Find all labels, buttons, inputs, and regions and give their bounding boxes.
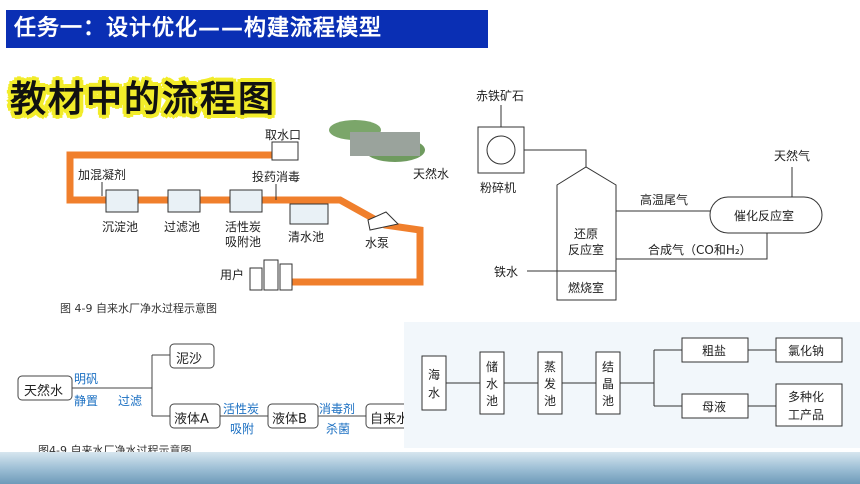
coagulant-label: 加混凝剂 (78, 168, 127, 182)
node-sea (421, 355, 447, 411)
storage-1: 储 (486, 360, 499, 374)
mother-liquor-label: 母液 (702, 400, 727, 414)
reduction-label-2: 反应室 (568, 243, 605, 257)
crusher-to-reactor (524, 149, 587, 167)
stage-clear: 清水池 (288, 230, 325, 244)
iron-label: 铁水 (494, 265, 519, 279)
sea-2: 水 (428, 386, 441, 400)
evap-3: 池 (544, 394, 557, 408)
carbon-tank (229, 189, 263, 213)
combustion-label: 燃烧室 (568, 281, 605, 295)
catalytic-reactor (709, 196, 823, 234)
crude-salt-label: 粗盐 (702, 344, 727, 358)
step2-bottom: 吸附 (230, 422, 255, 436)
start-label: 天然水 (24, 384, 64, 399)
cryst-2: 晶 (602, 377, 615, 391)
intake-box (271, 141, 299, 161)
products-1: 多种化 (788, 390, 825, 404)
liquid-b-label: 液体B (272, 412, 307, 427)
sea-1: 海 (428, 368, 441, 382)
node-storage (479, 351, 505, 415)
stage-carbon: 活性炭 (225, 220, 262, 234)
filter-label: 过滤 (118, 394, 143, 408)
filter-tank (167, 189, 201, 213)
disinfect-label: 投药消毒 (252, 170, 301, 184)
step1-bottom: 静置 (74, 394, 99, 408)
node-nacl (775, 337, 843, 363)
catalytic-label: 催化反应室 (734, 209, 795, 223)
natural-gas-label: 天然气 (774, 149, 811, 163)
liquid-a-label: 液体A (174, 412, 209, 427)
step2-top: 活性炭 (223, 402, 260, 416)
decorative-wave-strip (0, 452, 860, 484)
crusher-box (477, 126, 525, 174)
node-sediment (169, 343, 215, 369)
sediment-tank (105, 189, 139, 213)
products-2: 工产品 (788, 408, 825, 422)
natural-water-label: 天然水 (413, 167, 450, 181)
salt-process-svg (421, 337, 843, 427)
stage-sediment: 沉淀池 (102, 220, 139, 234)
iron-process-diagram: 赤铁矿石 粉碎机 还原 反应室 燃烧室 铁水 高温尾气 催化反应室 天然气 合成… (462, 75, 842, 310)
water-plant-svg (66, 120, 425, 291)
step1-top: 明矾 (74, 372, 99, 386)
stage-filter: 过滤池 (164, 220, 201, 234)
water-flow-chart: 天然水 明矾 静置 过滤 泥沙 液体A 活性炭 吸附 液体B 消毒剂 杀菌 自来… (14, 340, 419, 457)
cryst-3: 池 (602, 394, 615, 408)
building-1 (249, 267, 263, 291)
syngas-label: 合成气（CO和H₂） (648, 243, 752, 257)
pipe-line-2 (120, 196, 424, 286)
crusher-wheel (486, 135, 516, 165)
stage-pump: 水泵 (365, 236, 390, 250)
page-title: 任务一：设计优化——构建流程模型 (6, 10, 488, 48)
water-plant-caption: 图 4-9 自来水厂净水过程示意图 (60, 302, 217, 315)
nacl-label: 氯化钠 (788, 344, 825, 358)
reduction-reactor (556, 166, 617, 301)
flow-chart-svg (17, 343, 419, 429)
evap-2: 发 (544, 377, 557, 391)
reduction-label-1: 还原 (574, 227, 599, 241)
storage-3: 池 (486, 394, 499, 408)
syngas-line (616, 233, 768, 260)
node-evap (537, 351, 563, 415)
building-3 (279, 263, 293, 291)
building-2 (263, 259, 279, 291)
intake-label: 取水口 (265, 128, 302, 142)
ore-label: 赤铁矿石 (476, 89, 525, 103)
node-products (775, 383, 843, 427)
cryst-1: 结 (602, 360, 615, 374)
pipe-line (66, 151, 285, 204)
rock (350, 132, 420, 156)
evap-1: 蒸 (544, 360, 557, 374)
clear-tank (289, 203, 329, 225)
stage-adsorb: 吸附池 (225, 235, 262, 249)
step3-top: 消毒剂 (319, 402, 356, 416)
sediment-label: 泥沙 (176, 352, 203, 367)
crusher-label: 粉碎机 (480, 181, 517, 195)
pump (367, 211, 400, 231)
tail-gas-label: 高温尾气 (640, 193, 689, 207)
storage-2: 水 (486, 377, 499, 391)
step3-bottom: 杀菌 (326, 422, 351, 436)
user-label: 用户 (220, 268, 245, 282)
iron-process-svg (477, 105, 823, 301)
end-label: 自来水 (370, 412, 410, 427)
section-subtitle: 教材中的流程图 (10, 79, 277, 120)
water-plant-diagram: 取水口 天然水 加混凝剂 投药消毒 沉淀池 过滤池 活性炭 吸附池 清水池 水泵… (40, 120, 470, 320)
salt-process-diagram: 海 水 储 水 池 蒸 发 池 结 晶 池 粗盐 母液 氯化钠 多种化 工产品 (404, 322, 860, 448)
